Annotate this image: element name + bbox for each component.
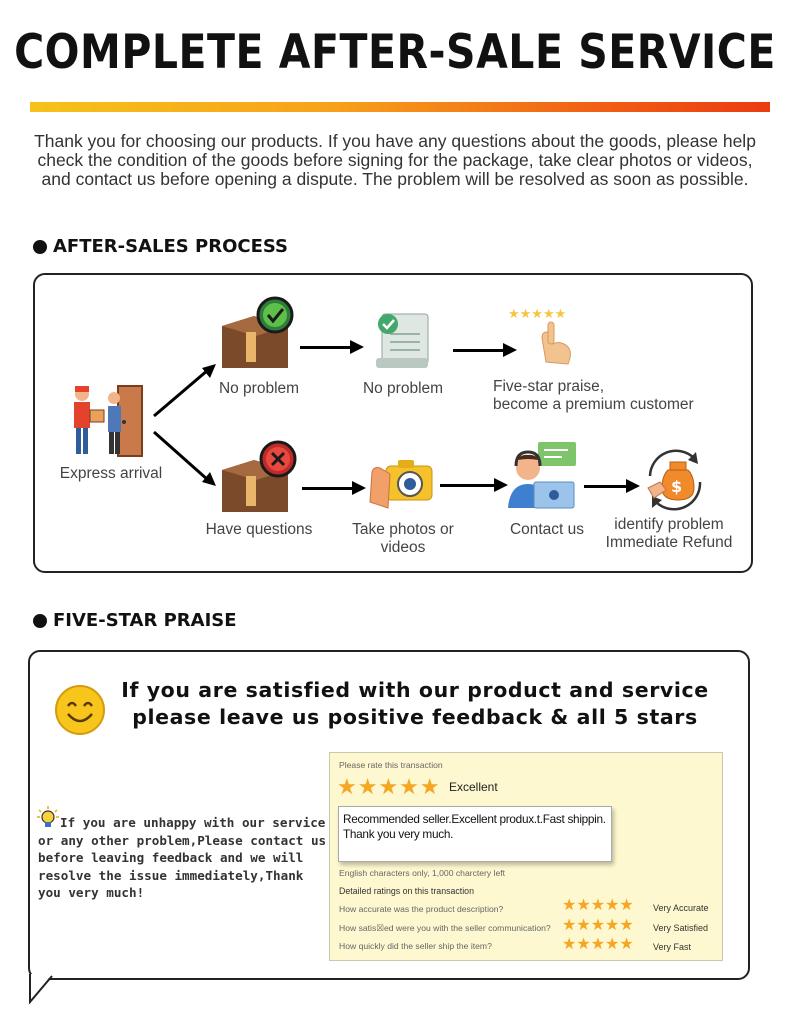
no-problem-label-2: No problem xyxy=(362,380,444,397)
bullet-icon xyxy=(33,239,47,254)
intro-text: Thank you for choosing our products. If … xyxy=(34,131,756,189)
package-check-icon xyxy=(222,296,294,368)
detail-question: How quickly did the seller ship the item… xyxy=(339,941,492,951)
refund-label: identify problem Immediate Refund xyxy=(605,516,733,551)
praise-heading: FIVE-STAR PRAISE xyxy=(33,610,237,631)
customer-service-icon xyxy=(508,442,576,509)
arrow-icon xyxy=(494,478,508,492)
speech-tail xyxy=(29,974,53,1004)
page-title: COMPLETE AFTER-SALE SERVICE xyxy=(14,24,776,80)
detail-star-rating[interactable]: ★★★★★ xyxy=(562,897,634,914)
detail-value: Very Satisfied xyxy=(653,923,709,933)
arrow-line xyxy=(300,346,350,349)
detail-star-rating[interactable]: ★★★★★ xyxy=(562,936,634,953)
arrow-line xyxy=(453,349,503,352)
five-star-label: Five-star praise, become a premium custo… xyxy=(493,378,694,413)
bullet-icon xyxy=(33,613,47,628)
process-heading: AFTER-SALES PROCESS xyxy=(33,236,288,257)
arrow-line xyxy=(440,484,494,487)
have-questions-label: Have questions xyxy=(205,521,313,538)
arrow-line xyxy=(584,485,628,488)
no-problem-label-1: No problem xyxy=(218,380,300,397)
take-photos-label: Take photos or videos xyxy=(352,521,454,556)
smiley-icon xyxy=(55,685,105,735)
overall-star-rating[interactable]: ★★★★★ xyxy=(337,774,441,799)
detail-question: How satis☒ed were you with the seller co… xyxy=(339,923,551,933)
overall-rating-label: Excellent xyxy=(449,780,498,794)
rating-prompt: Please rate this transaction xyxy=(339,760,443,770)
refund-money-icon: $ xyxy=(647,449,702,511)
express-arrival-label: Express arrival xyxy=(59,465,163,482)
branch-arrows xyxy=(153,364,216,486)
package-question-icon xyxy=(222,440,297,512)
arrow-icon xyxy=(352,481,366,495)
arrow-line xyxy=(302,487,352,490)
arrow-icon xyxy=(503,343,517,357)
praise-title: If you are satisfied with our product an… xyxy=(121,678,709,729)
process-diagram xyxy=(33,273,753,573)
detail-heading: Detailed ratings on this transaction xyxy=(339,886,474,896)
side-message: If you are unhappy with our service or a… xyxy=(38,815,327,900)
document-check-icon xyxy=(376,313,429,368)
char-hint: English characters only, 1,000 charctery… xyxy=(339,868,506,878)
svg-text:$: $ xyxy=(671,477,682,496)
detail-value: Very Accurate xyxy=(653,903,709,913)
arrow-icon xyxy=(350,340,364,354)
detail-question: How accurate was the product description… xyxy=(339,904,504,914)
five-star-hand-icon: ★★★★★ xyxy=(508,307,571,365)
detail-value: Very Fast xyxy=(653,942,692,952)
contact-us-label: Contact us xyxy=(509,521,585,538)
svg-text:★★★★★: ★★★★★ xyxy=(508,307,566,322)
lightbulb-icon xyxy=(37,806,59,827)
arrow-icon xyxy=(626,479,640,493)
feedback-comment-input[interactable]: Recommended seller.Excellent produx.t.Fa… xyxy=(338,806,612,862)
accent-bar xyxy=(30,102,770,112)
camera-icon xyxy=(369,460,433,509)
delivery-person-icon xyxy=(74,385,143,457)
detail-star-rating[interactable]: ★★★★★ xyxy=(562,917,634,934)
